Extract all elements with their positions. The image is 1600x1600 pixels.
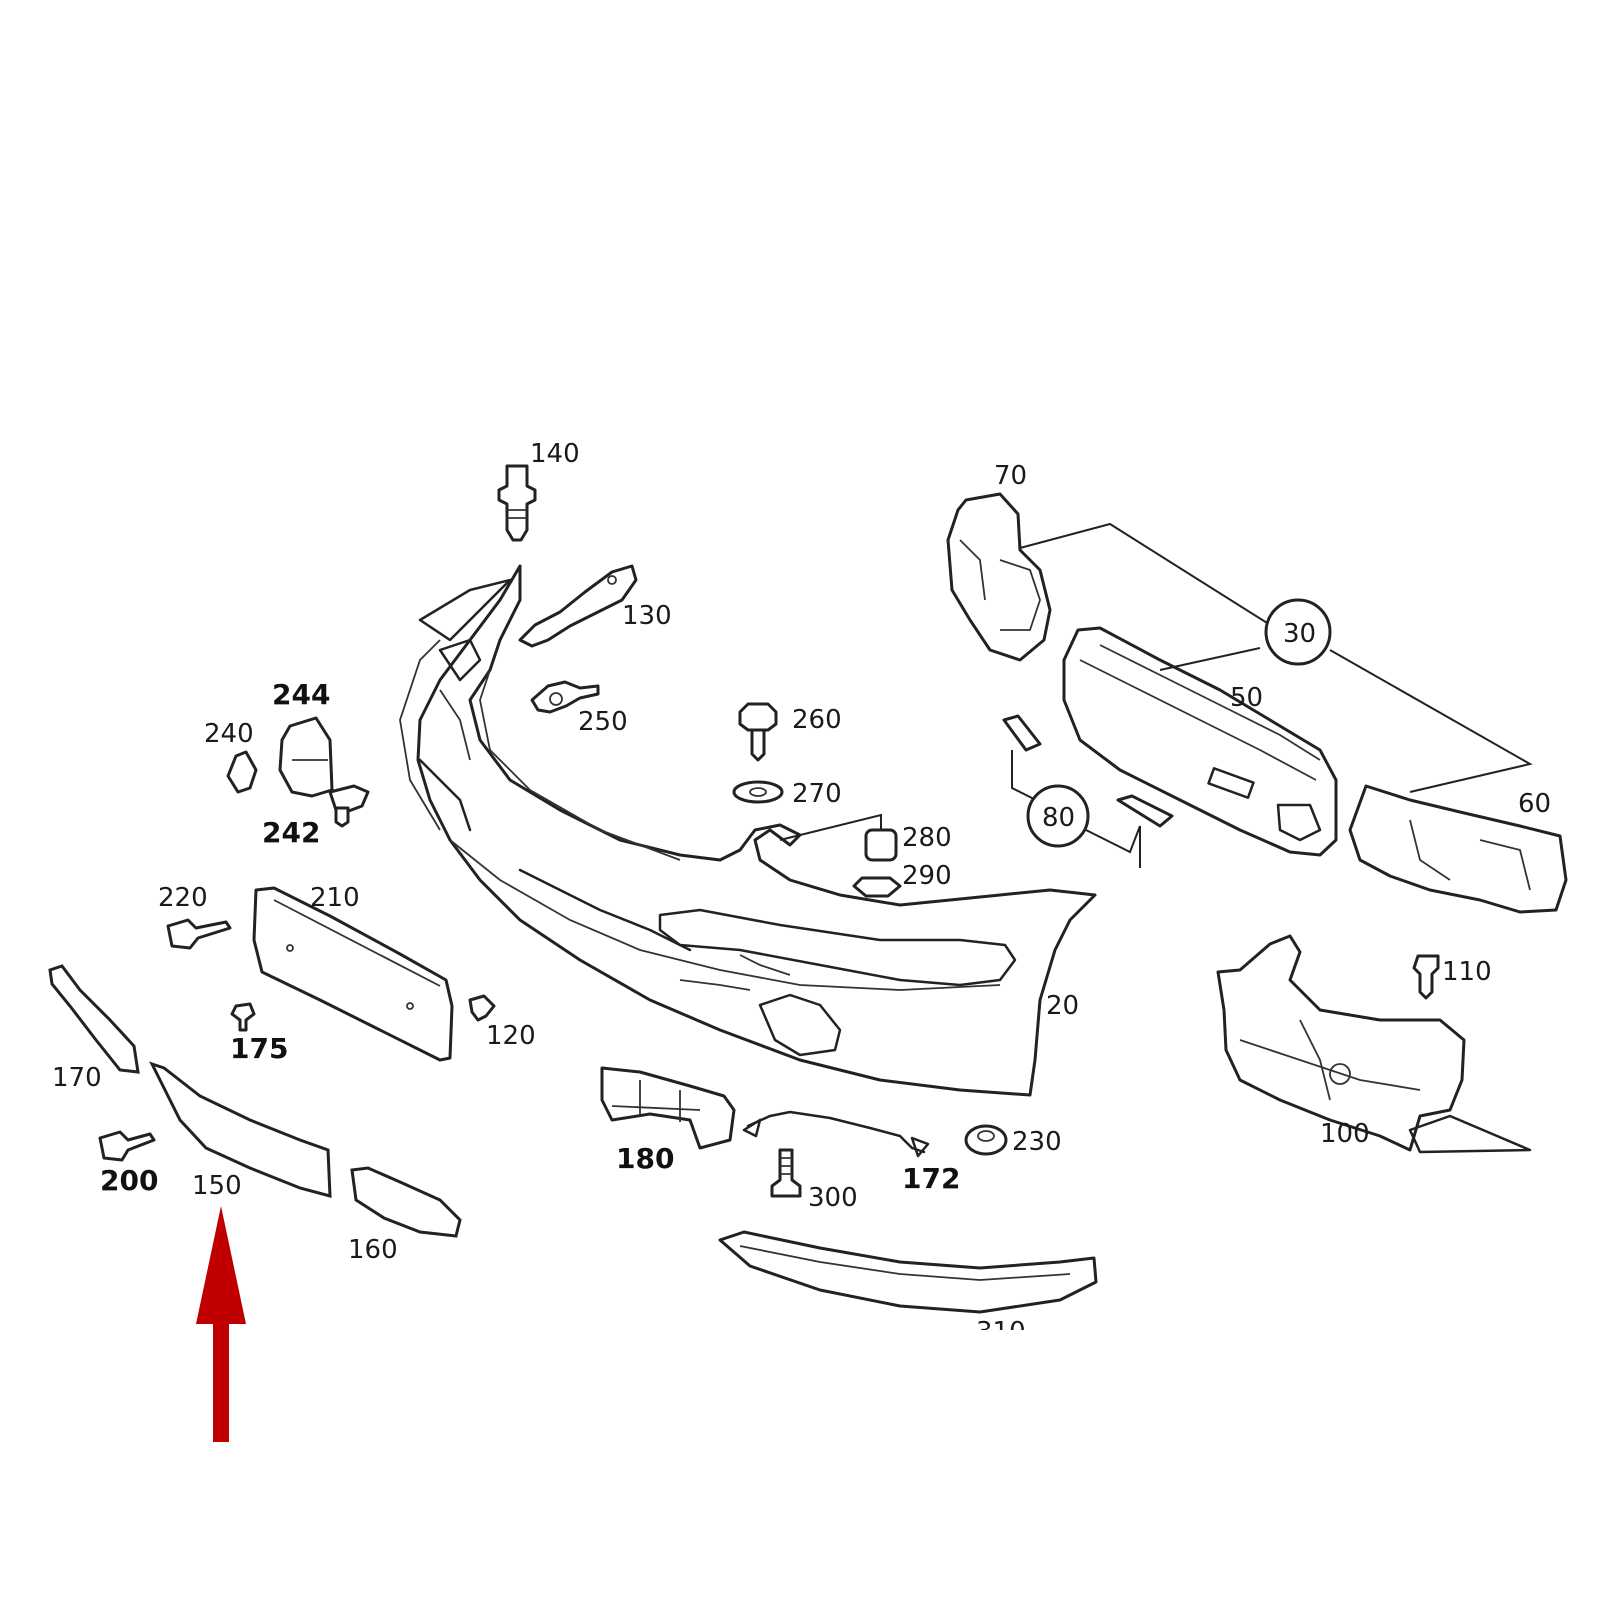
- label-300: 300: [808, 1183, 858, 1213]
- label-80: 80: [1042, 803, 1075, 833]
- label-270: 270: [792, 779, 842, 809]
- bumper-cover-part-20: [399, 564, 1097, 1097]
- screw-part-220: [166, 918, 232, 950]
- label-290: 290: [902, 861, 952, 891]
- label-150: 150: [192, 1171, 242, 1201]
- label-70: 70: [994, 461, 1027, 491]
- molding-part-310: [718, 1230, 1098, 1314]
- grille-part-170: [48, 964, 140, 1074]
- label-220: 220: [158, 883, 208, 913]
- clip-part-240: [226, 750, 258, 794]
- bracket-part-130: [518, 564, 638, 648]
- label-140: 140: [530, 439, 580, 469]
- bracket-part-60: [1348, 784, 1568, 914]
- label-50: 50: [1230, 683, 1263, 713]
- spacer-part-280: [779, 813, 898, 862]
- screw-part-250: [530, 680, 600, 714]
- label-200: 200: [100, 1164, 158, 1197]
- label-60: 60: [1518, 789, 1551, 819]
- label-260: 260: [792, 705, 842, 735]
- label-172: 172: [902, 1162, 960, 1195]
- label-30: 30: [1283, 619, 1316, 649]
- label-280: 280: [902, 823, 952, 853]
- rivet-part-140: [497, 464, 537, 542]
- clip-part-230: [964, 1124, 1008, 1156]
- screw-part-200: [98, 1130, 156, 1162]
- screw-part-110: [1412, 954, 1440, 1000]
- label-130: 130: [622, 601, 672, 631]
- label-170: 170: [52, 1063, 102, 1093]
- washer-part-270: [732, 780, 784, 804]
- clip-part-242: [328, 784, 370, 828]
- bracket-part-100: [1216, 934, 1532, 1154]
- label-310: 310: [976, 1317, 1026, 1347]
- label-244: 244: [272, 678, 330, 711]
- clip-part-290: [852, 876, 902, 898]
- bolt-part-260: [738, 702, 778, 762]
- bracket-part-70: [946, 492, 1052, 662]
- grille-part-160: [350, 1166, 462, 1238]
- callout-30: [1019, 522, 1533, 793]
- label-175: 175: [230, 1032, 288, 1065]
- label-240: 240: [204, 719, 254, 749]
- bracket-part-244: [278, 716, 334, 798]
- label-120: 120: [486, 1021, 536, 1051]
- bracket-part-180: [600, 1066, 736, 1150]
- highlight-arrow-icon: [196, 1206, 246, 1442]
- label-20: 20: [1046, 991, 1079, 1021]
- clips-part-80: [1002, 714, 1174, 868]
- label-180: 180: [616, 1142, 674, 1175]
- label-230: 230: [1012, 1127, 1062, 1157]
- label-242: 242: [262, 816, 320, 849]
- label-250: 250: [578, 707, 628, 737]
- label-110: 110: [1442, 957, 1492, 987]
- clip-part-175: [230, 1002, 256, 1032]
- grille-part-150: [149, 1061, 332, 1198]
- label-210: 210: [310, 883, 360, 913]
- license-plate-holder-part-210: [252, 886, 454, 1062]
- screw-part-120: [468, 994, 496, 1022]
- screw-part-300: [770, 1148, 802, 1198]
- impact-absorber-part-50: [1062, 626, 1338, 857]
- label-100: 100: [1320, 1119, 1370, 1149]
- label-160: 160: [348, 1235, 398, 1265]
- cable-part-172: [742, 1110, 930, 1158]
